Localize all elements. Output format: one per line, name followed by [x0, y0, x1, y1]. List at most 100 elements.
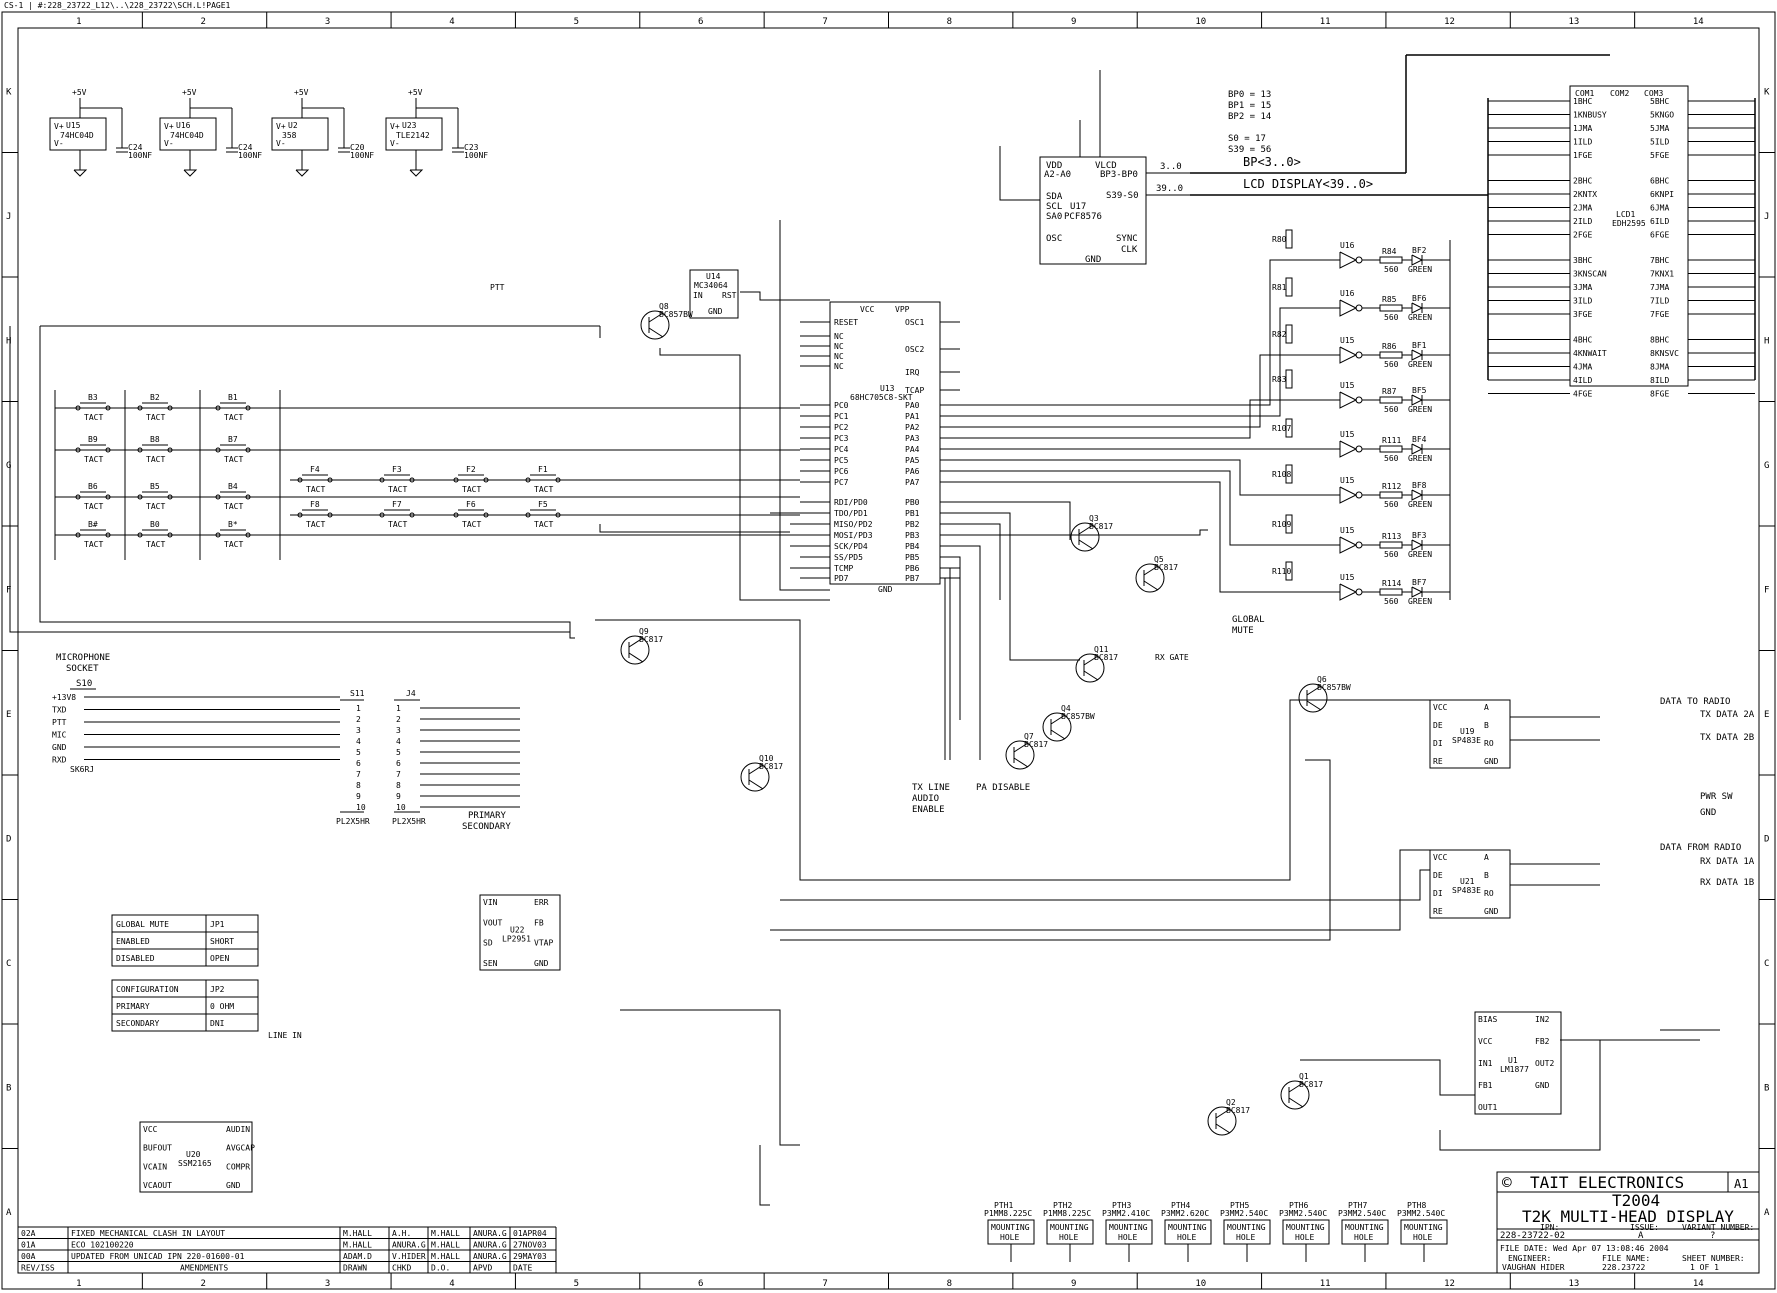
- s11-pin-number: 6: [356, 759, 361, 768]
- u13-pin-label: PA1: [905, 412, 920, 421]
- lcd-segment-label: 7KNX1: [1650, 270, 1674, 279]
- mounting-hole-ref: PTH8: [1407, 1201, 1426, 1210]
- u13-pin-label: PB5: [905, 553, 920, 562]
- ic-pin-label: DE: [1433, 721, 1443, 730]
- ic-pin-label: RO: [1484, 889, 1494, 898]
- ic-pin-label: IN1: [1478, 1059, 1493, 1068]
- key-ref: F2: [466, 465, 476, 474]
- lcd1-com2: COM2: [1610, 89, 1629, 98]
- wiring: [9, 70, 1720, 1206]
- row-label-H: H: [1764, 336, 1769, 346]
- s-range: 39..0: [1156, 184, 1183, 194]
- led-ref: BF7: [1412, 578, 1427, 587]
- bp-def-3: S0 = 17: [1228, 134, 1266, 144]
- transistor-ref: Q4: [1061, 704, 1071, 713]
- revision-cell: M.HALL: [343, 1241, 372, 1250]
- file-date: FILE DATE: Wed Apr 07 13:08:46 2004: [1500, 1244, 1669, 1253]
- revision-cell: CHKD: [392, 1264, 411, 1273]
- lcd-segment-label: 8KNSVC: [1650, 349, 1679, 358]
- key-type: TACT: [146, 502, 165, 511]
- u13-pin-label: OSC1: [905, 318, 924, 327]
- key-type: TACT: [84, 455, 103, 464]
- ptt-label: PTT: [490, 283, 505, 292]
- key-type: TACT: [462, 520, 481, 529]
- ic-vplus-pin: V+: [164, 122, 174, 131]
- ipn-value: 228-23722-02: [1500, 1231, 1565, 1241]
- key-ref: B*: [228, 520, 238, 529]
- revision-cell: M.HALL: [431, 1252, 460, 1261]
- cap-ref: C23: [464, 143, 479, 152]
- transistor-part: BC817: [759, 762, 783, 771]
- revision-cell: 01A: [21, 1241, 36, 1250]
- key-ref: B9: [88, 435, 98, 444]
- u17-pin-vdd: VDD: [1046, 161, 1062, 171]
- u13-pin-label: NC: [834, 362, 844, 371]
- u13-vpp: VPP: [895, 305, 910, 314]
- revision-cell: M.HALL: [343, 1229, 372, 1238]
- u13-pin-label: PA5: [905, 456, 920, 465]
- led-driver-chain: R80U16R84560BF2GREENR81U16R85560BF6GREEN…: [1272, 229, 1451, 606]
- model-number: T2004: [1612, 1191, 1660, 1210]
- transistor-part: BC817: [1299, 1080, 1323, 1089]
- ic-pin-label: GND: [1484, 757, 1499, 766]
- copyright-mark: ©: [1502, 1173, 1512, 1192]
- ic-ref: U1: [1508, 1056, 1518, 1065]
- lcd-segment-label: 3FGE: [1573, 310, 1592, 319]
- key-type: TACT: [224, 455, 243, 464]
- u13-pin-label: SCK/PD4: [834, 542, 868, 551]
- u17-pin-gnd: GND: [1085, 255, 1101, 265]
- ic-pin-label: VCAIN: [143, 1162, 167, 1171]
- j4-pin-number: 2: [396, 715, 401, 724]
- lcd-segment-label: 5JMA: [1650, 124, 1669, 133]
- key-ref: B4: [228, 482, 238, 491]
- key-ref: B6: [88, 482, 98, 491]
- key-type: TACT: [146, 540, 165, 549]
- mic-title-2: SOCKET: [66, 664, 99, 674]
- led-resistor-ref: R84: [1382, 247, 1397, 256]
- revision-cell: FIXED MECHANICAL CLASH IN LAYOUT: [71, 1229, 225, 1238]
- revision-cell: 27NOV03: [513, 1241, 547, 1250]
- lcd-segment-label: 1ILD: [1573, 138, 1592, 147]
- lcd-segment-label: 2ILD: [1573, 217, 1592, 226]
- u17-pin-bp: BP3-BP0: [1100, 170, 1138, 180]
- revision-cell: ECO 102100220: [71, 1241, 134, 1250]
- revision-cell: UPDATED FROM UNICAD IPN 220-01600-01: [71, 1252, 245, 1261]
- mounting-hole-ref: PTH3: [1112, 1201, 1131, 1210]
- u13-pin-label: SS/PD5: [834, 553, 863, 562]
- u13-pin-label: PB1: [905, 509, 920, 518]
- title-block: © TAIT ELECTRONICS A1 T2004 T2K MULTI-HE…: [1496, 1171, 1760, 1274]
- led-ref: BF6: [1412, 294, 1427, 303]
- led-ref: BF5: [1412, 386, 1427, 395]
- j4-part: PL2X5HR: [392, 817, 426, 826]
- tx-data-2a: TX DATA 2A: [1700, 710, 1755, 720]
- cap-value: 100NF: [238, 151, 262, 160]
- ic-pin-label: VOUT: [483, 918, 502, 927]
- ic-pin-label: OUT1: [1478, 1103, 1497, 1112]
- tx-line-label-1: TX LINE: [912, 783, 950, 793]
- ic-pin-label: VCC: [143, 1125, 158, 1134]
- u13-pin-label: PC3: [834, 434, 849, 443]
- j4-pin-number: 5: [396, 748, 401, 757]
- led-ref: BF4: [1412, 435, 1427, 444]
- transistor-ref: Q3: [1089, 514, 1099, 523]
- column-label-8: 8: [947, 17, 952, 27]
- key-ref: B7: [228, 435, 238, 444]
- secondary-label: SECONDARY: [462, 822, 511, 832]
- lcd-segment-label: 3KNSCAN: [1573, 270, 1607, 279]
- cap-ref: C24: [128, 143, 143, 152]
- ic-part: 74HC04D: [170, 131, 204, 140]
- mic-pin-label: TXD: [52, 706, 67, 715]
- u14-reset-supervisor: U14 MC34064 IN RST GND: [689, 269, 739, 319]
- led-resistor-ref: R113: [1382, 532, 1401, 541]
- ic-pin-label: RE: [1433, 907, 1443, 916]
- led-color: GREEN: [1408, 454, 1432, 463]
- mounting-hole-label: HOLE: [1236, 1233, 1255, 1242]
- u14-part: MC34064: [694, 281, 728, 290]
- column-label-7: 7: [822, 17, 827, 27]
- ic-vplus-pin: V+: [54, 122, 64, 131]
- u13-pin-label: PC4: [834, 445, 849, 454]
